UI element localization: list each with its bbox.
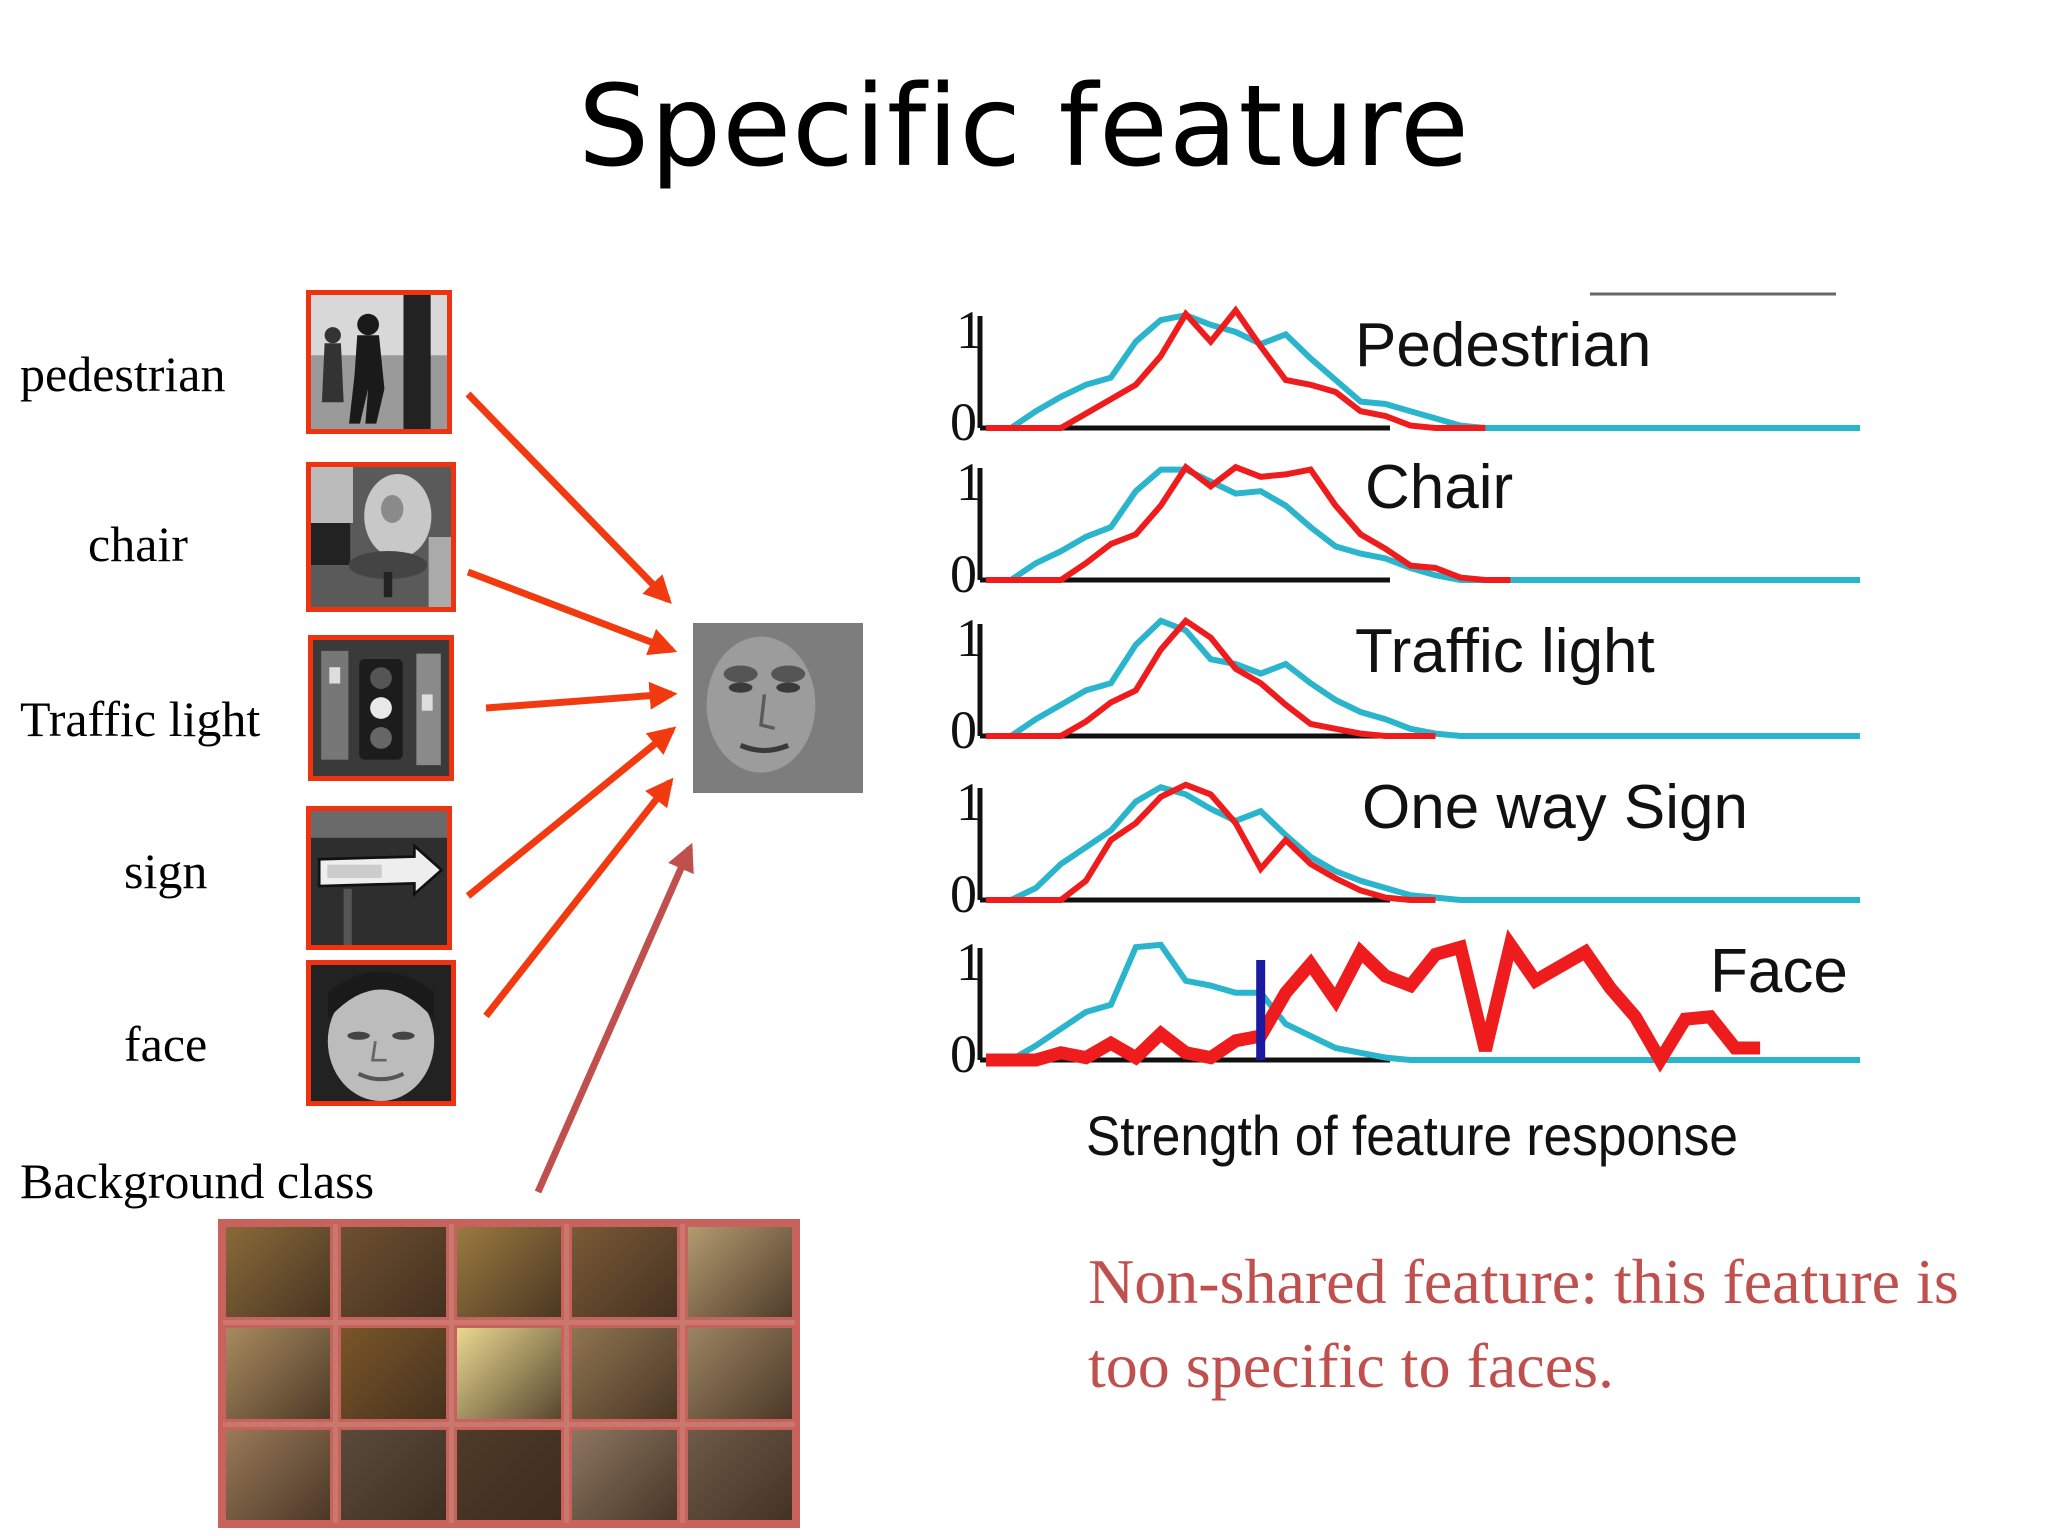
panel-face: 1 0 Face	[950, 929, 1860, 1084]
background-image-tile	[569, 1224, 680, 1321]
panel-label: Face	[1710, 937, 1848, 1006]
background-image-tile	[569, 1325, 680, 1422]
y-tick-label-1: 1	[956, 932, 983, 992]
panel-chair: 1 0 Chair	[950, 452, 1860, 604]
panel-one-way-sign: 1 0 One way Sign	[950, 772, 1860, 924]
arrow-chair	[466, 568, 678, 656]
series-line-red	[986, 616, 1436, 739]
y-tick-label-1: 1	[956, 772, 983, 832]
y-tick-label-0: 0	[950, 700, 977, 760]
series-line-cyan	[986, 617, 1860, 739]
panel-traffic-light: 1 0 Traffic light	[950, 608, 1860, 760]
series-line-red	[986, 781, 1436, 903]
class-label-traffic-light: Traffic light	[20, 691, 261, 747]
background-image-tile	[453, 1325, 565, 1422]
panel-pedestrian: 1 0 Pedestrian	[950, 300, 1860, 452]
chair-thumbnail	[306, 462, 456, 612]
arrow-pedestrian	[465, 391, 672, 605]
feature-face-image	[693, 623, 863, 793]
class-label-face: face	[124, 1016, 208, 1072]
background-image-tile	[223, 1426, 334, 1523]
background-image-tile	[684, 1426, 795, 1523]
series-line-cyan	[986, 941, 1860, 1063]
slide-title: Specific feature	[578, 62, 1470, 192]
series-line-red	[986, 305, 1486, 431]
background-class-grid	[218, 1219, 800, 1528]
non-shared-feature-note: Non-shared feature: this feature is too …	[1088, 1246, 1959, 1401]
y-tick-label-0: 0	[950, 1024, 977, 1084]
background-class-label: Background class	[20, 1153, 375, 1209]
class-label-pedestrian: pedestrian	[20, 346, 226, 402]
pedestrian-thumbnail	[306, 290, 452, 434]
series-line-cyan	[986, 312, 1860, 431]
background-image-tile	[453, 1426, 565, 1523]
background-image-tile	[223, 1325, 334, 1422]
arrow-background	[534, 842, 694, 1194]
sign-thumbnail	[306, 806, 452, 950]
background-image-tile	[338, 1426, 449, 1523]
panel-label: Chair	[1365, 453, 1513, 522]
y-tick-label-1: 1	[956, 608, 983, 668]
face-thumbnail	[306, 960, 456, 1106]
panel-label: One way Sign	[1362, 773, 1748, 842]
background-image-tile	[338, 1224, 449, 1321]
y-tick-label-1: 1	[956, 452, 983, 512]
background-image-tile	[338, 1325, 449, 1422]
series-line-red	[986, 462, 1511, 583]
y-tick-label-0: 0	[950, 544, 977, 604]
panel-label: Pedestrian	[1355, 311, 1651, 380]
y-tick-label-0: 0	[950, 392, 977, 452]
class-label-sign: sign	[124, 843, 208, 899]
background-image-tile	[569, 1426, 680, 1523]
series-line-cyan	[986, 466, 1860, 583]
background-image-tile	[453, 1224, 565, 1321]
arrow-face	[483, 777, 674, 1019]
arrow-traffic-light	[485, 681, 678, 712]
series-line-red	[986, 929, 1761, 1073]
class-label-chair: chair	[88, 516, 188, 572]
background-image-tile	[223, 1224, 334, 1321]
y-tick-label-0: 0	[950, 864, 977, 924]
background-image-tile	[684, 1325, 795, 1422]
panel-label: Traffic light	[1355, 617, 1655, 686]
background-image-tile	[684, 1224, 795, 1321]
traffic-light-thumbnail	[308, 635, 454, 781]
series-line-cyan	[986, 783, 1860, 903]
arrow-sign	[465, 726, 677, 899]
chart-x-axis-label: Strength of feature response	[1086, 1104, 1738, 1167]
y-tick-label-1: 1	[956, 300, 983, 360]
